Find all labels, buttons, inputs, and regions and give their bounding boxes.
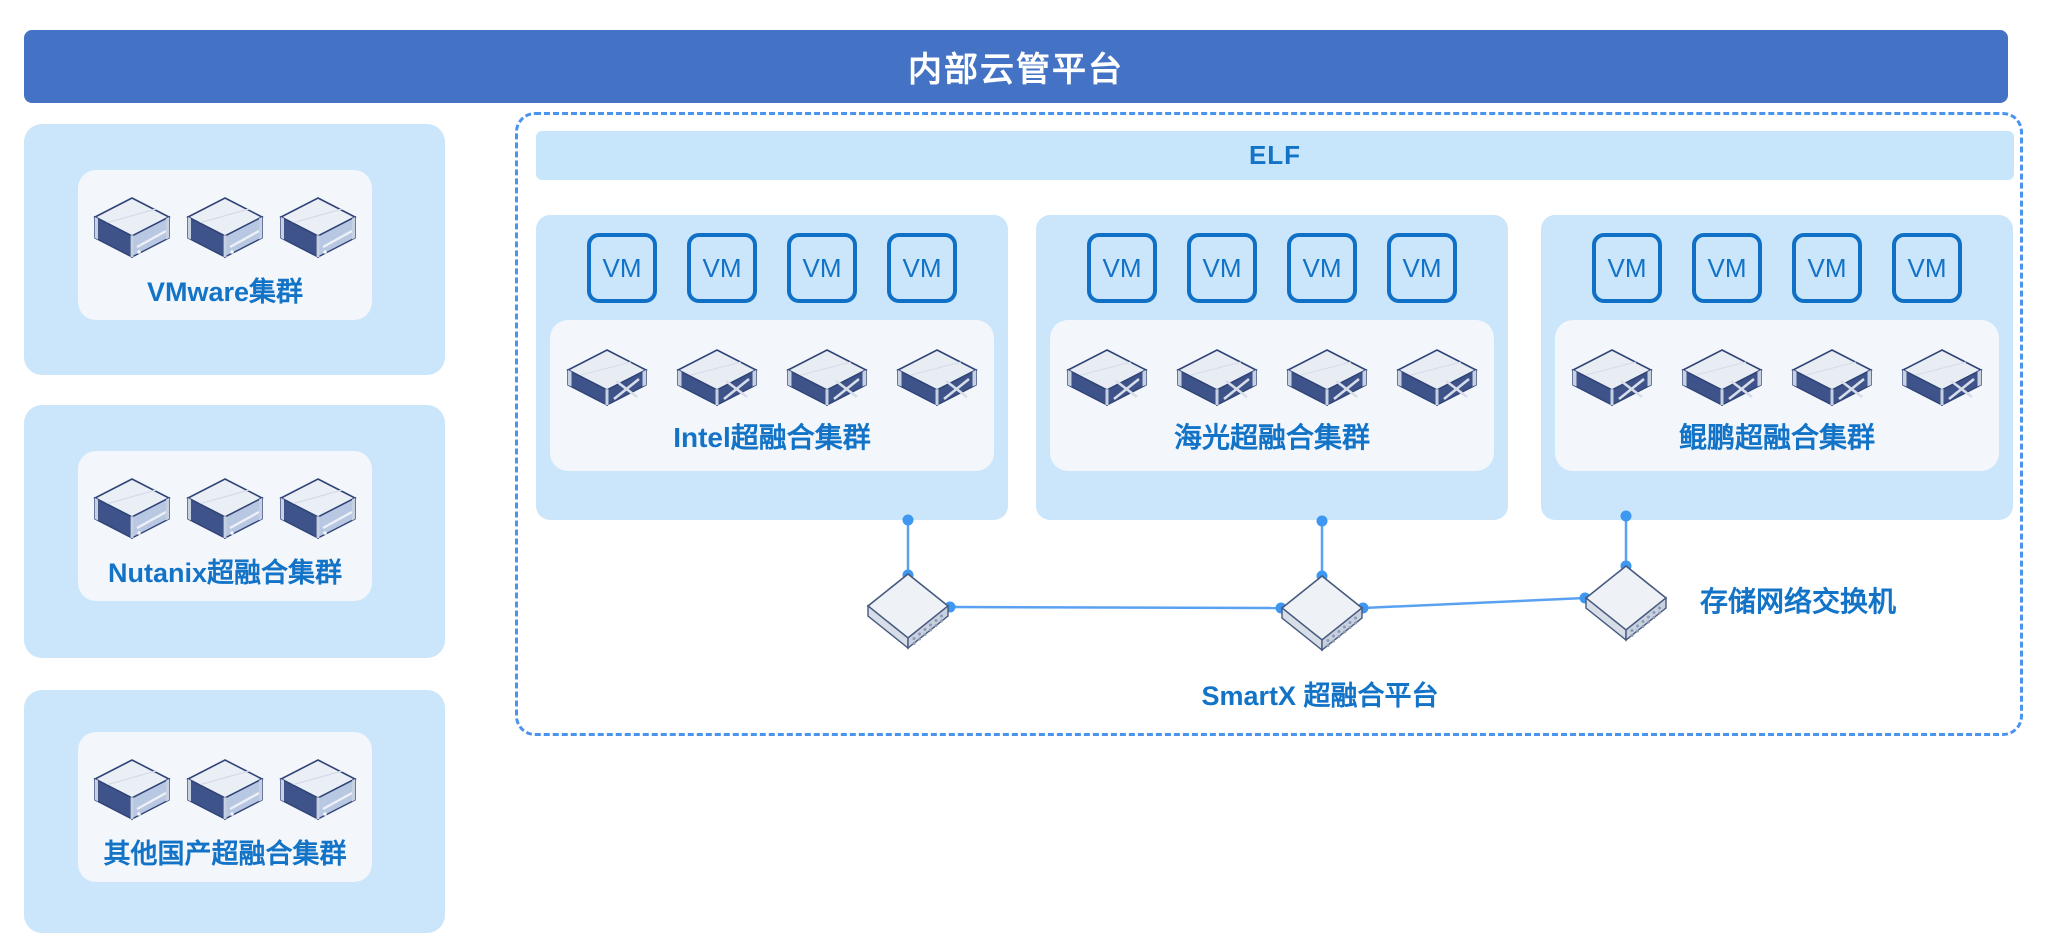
smartx-platform-label: SmartX 超融合平台 <box>1201 681 1439 711</box>
vm-box: VM <box>1187 233 1257 303</box>
hygon-cluster-inner-panel: 海光超融合集群 <box>1050 320 1494 471</box>
other-domestic-cluster-card: 其他国产超融合集群 <box>24 690 445 933</box>
vm-row: VM VM VM VM <box>1087 233 1457 303</box>
server-icon <box>92 758 172 822</box>
intel-hci-cluster-card: VM VM VM VM Intel超融合集群 <box>536 215 1008 520</box>
vm-box: VM <box>1087 233 1157 303</box>
vm-box: VM <box>1592 233 1662 303</box>
server-icon <box>185 758 265 822</box>
vm-box: VM <box>1387 233 1457 303</box>
kunpeng-cluster-inner-panel: 鲲鹏超融合集群 <box>1555 320 1999 471</box>
storage-switch-label: 存储网络交换机 <box>1700 586 1897 617</box>
vmware-cluster-label: VMware集群 <box>146 277 304 307</box>
other-domestic-cluster-label: 其他国产超融合集群 <box>103 839 347 869</box>
hci-node-icon <box>1790 348 1874 408</box>
elf-layer-bar: ELF <box>536 131 2014 180</box>
hci-node-icon <box>1395 348 1479 408</box>
server-icon-row <box>92 477 358 541</box>
kunpeng-hci-cluster-card: VM VM VM VM 鲲鹏超融合集群 <box>1541 215 2013 520</box>
hygon-hci-cluster-card: VM VM VM VM 海光超融合集群 <box>1036 215 1508 520</box>
hci-node-icon <box>1680 348 1764 408</box>
hci-node-icon <box>895 348 979 408</box>
server-icon <box>92 196 172 260</box>
nutanix-cluster-card: Nutanix超融合集群 <box>24 405 445 658</box>
server-icon <box>278 196 358 260</box>
hci-node-icon <box>785 348 869 408</box>
vm-box: VM <box>787 233 857 303</box>
hci-node-icon <box>1285 348 1369 408</box>
server-icon <box>92 477 172 541</box>
server-icon <box>185 477 265 541</box>
vm-box: VM <box>1892 233 1962 303</box>
vm-row: VM VM VM VM <box>1592 233 1962 303</box>
vm-box: VM <box>587 233 657 303</box>
nutanix-cluster-inner-panel: Nutanix超融合集群 <box>78 451 372 601</box>
hci-node-icon <box>1175 348 1259 408</box>
vm-box: VM <box>687 233 757 303</box>
vm-box: VM <box>887 233 957 303</box>
server-icon <box>278 758 358 822</box>
server-icon-row <box>92 196 358 260</box>
vmware-cluster-card: VMware集群 <box>24 124 445 375</box>
hci-node-icon <box>675 348 759 408</box>
banner-title: 内部云管平台 <box>908 51 1124 89</box>
vm-box: VM <box>1287 233 1357 303</box>
vm-row: VM VM VM VM <box>587 233 957 303</box>
server-icon <box>278 477 358 541</box>
kunpeng-cluster-label: 鲲鹏超融合集群 <box>1678 422 1875 453</box>
nutanix-cluster-label: Nutanix超融合集群 <box>107 558 342 588</box>
node-icon-row <box>1570 348 1984 408</box>
node-icon-row <box>1065 348 1479 408</box>
server-icon-row <box>92 758 358 822</box>
node-icon-row <box>565 348 979 408</box>
hci-node-icon <box>565 348 649 408</box>
elf-layer-label: ELF <box>1248 140 1302 170</box>
server-icon <box>185 196 265 260</box>
internal-cloud-platform-banner: 内部云管平台 <box>24 30 2008 103</box>
vm-box: VM <box>1792 233 1862 303</box>
hci-node-icon <box>1065 348 1149 408</box>
hci-node-icon <box>1900 348 1984 408</box>
smartx-platform-group: ELF VM VM VM VM Intel超融合集群 <box>515 112 2023 736</box>
other-domestic-cluster-inner-panel: 其他国产超融合集群 <box>78 732 372 882</box>
vmware-cluster-inner-panel: VMware集群 <box>78 170 372 320</box>
vm-box: VM <box>1692 233 1762 303</box>
hci-node-icon <box>1570 348 1654 408</box>
intel-cluster-label: Intel超融合集群 <box>673 422 871 453</box>
intel-cluster-inner-panel: Intel超融合集群 <box>550 320 994 471</box>
hygon-cluster-label: 海光超融合集群 <box>1173 422 1370 453</box>
